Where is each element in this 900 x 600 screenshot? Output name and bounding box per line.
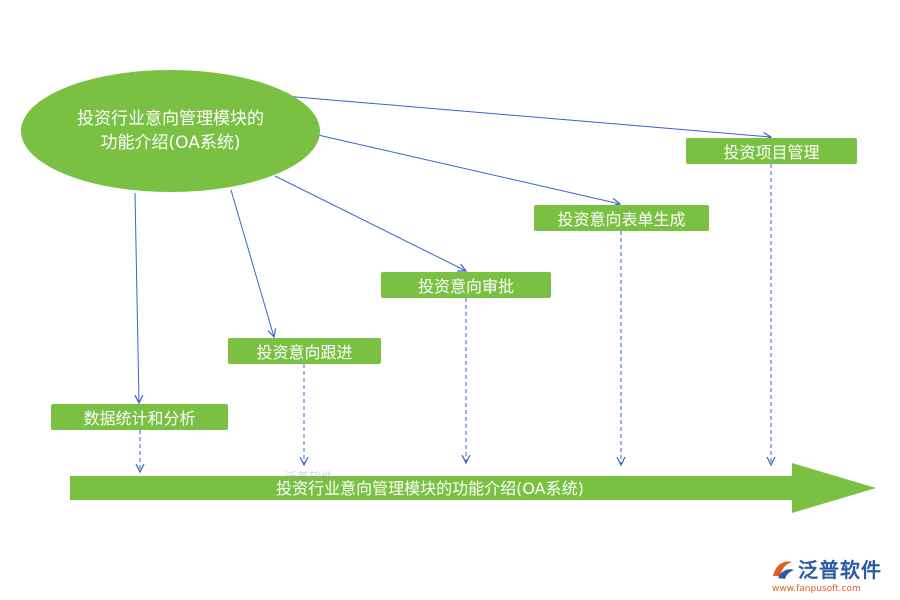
timeline-label: 投资行业意向管理模块的功能介绍(OA系统) xyxy=(276,479,584,498)
watermark: 泛普软件 xyxy=(285,470,334,484)
root-label: 投资行业意向管理模块的功能介绍(OA系统) xyxy=(77,109,264,153)
root-ellipse: 投资行业意向管理模块的功能介绍(OA系统) xyxy=(21,70,320,192)
connector-to-approval xyxy=(274,175,466,271)
brand-name: 泛普软件 xyxy=(798,558,882,582)
box-project-management: 投资项目管理 xyxy=(686,138,857,164)
box-intent-follow-up: 投资意向跟进 xyxy=(228,338,381,364)
timeline-arrow xyxy=(70,463,876,513)
brand-url: www.fanpusoft.com xyxy=(772,584,861,594)
connector-to-stats xyxy=(135,192,139,403)
connector-to-project xyxy=(271,94,771,137)
connector-to-follow xyxy=(230,189,274,337)
brand-mark-icon xyxy=(773,561,794,579)
connector-to-form xyxy=(317,134,620,204)
box-data-statistics: 数据统计和分析 xyxy=(51,404,228,430)
box-intent-approval: 投资意向审批 xyxy=(381,272,551,298)
box-intent-form-generation: 投资意向表单生成 xyxy=(534,205,709,231)
brand-logo: 泛普软件 www.fanpusoft.com xyxy=(770,554,895,594)
